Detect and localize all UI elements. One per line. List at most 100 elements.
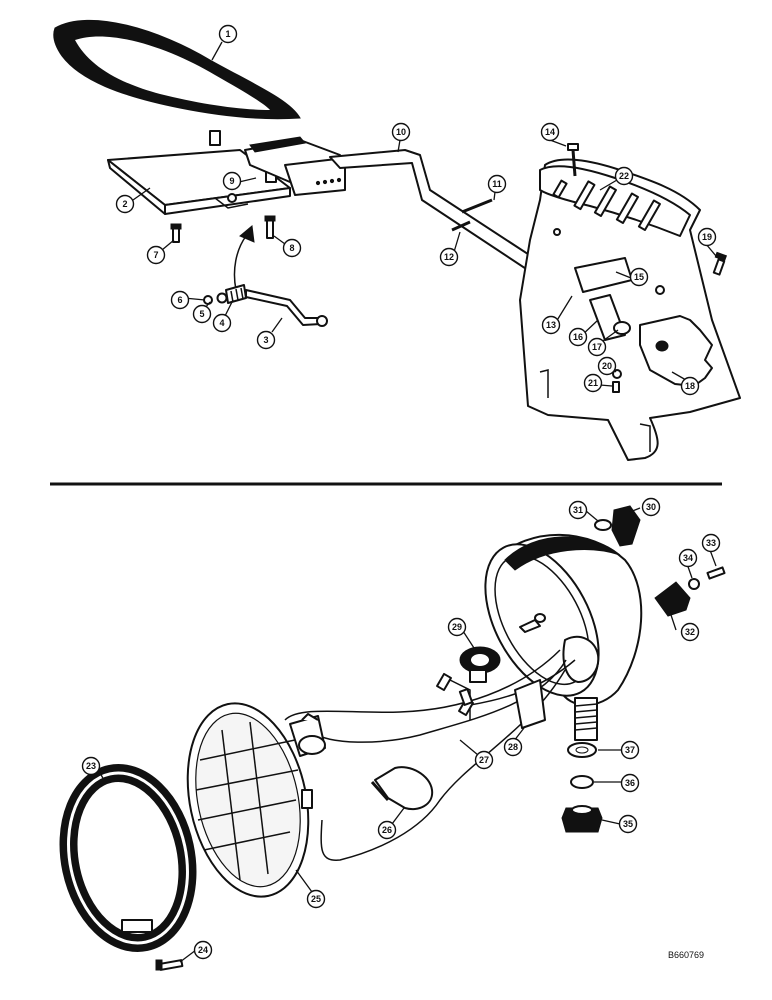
callout-1: 1 bbox=[218, 24, 238, 44]
callout-35: 35 bbox=[618, 814, 638, 834]
callout-37: 37 bbox=[620, 740, 640, 760]
svg-text:5: 5 bbox=[199, 309, 204, 319]
svg-text:11: 11 bbox=[492, 179, 502, 189]
callout-leaders bbox=[95, 41, 717, 963]
svg-text:21: 21 bbox=[588, 378, 598, 388]
lamp-lens bbox=[186, 702, 313, 898]
svg-text:14: 14 bbox=[545, 127, 555, 137]
callout-26: 26 bbox=[377, 820, 397, 840]
bolt-14 bbox=[567, 143, 579, 177]
switch-mount bbox=[654, 566, 726, 617]
svg-text:9: 9 bbox=[229, 176, 234, 186]
svg-text:26: 26 bbox=[382, 825, 392, 835]
callout-5: 5 bbox=[192, 304, 212, 324]
svg-text:18: 18 bbox=[685, 381, 695, 391]
callout-16: 16 bbox=[568, 327, 588, 347]
svg-text:10: 10 bbox=[396, 127, 406, 137]
callout-20: 20 bbox=[597, 356, 617, 376]
svg-text:7: 7 bbox=[153, 250, 158, 260]
support-pin bbox=[451, 198, 493, 232]
svg-text:16: 16 bbox=[573, 332, 583, 342]
lamp-housing bbox=[484, 533, 643, 706]
svg-text:17: 17 bbox=[592, 342, 602, 352]
callout-34: 34 bbox=[678, 548, 698, 568]
callout-2: 2 bbox=[115, 194, 135, 214]
svg-text:35: 35 bbox=[623, 819, 633, 829]
callout-13: 13 bbox=[541, 315, 561, 335]
callout-18: 18 bbox=[680, 376, 700, 396]
svg-text:32: 32 bbox=[685, 627, 695, 637]
svg-text:12: 12 bbox=[444, 252, 454, 262]
seat-pan bbox=[53, 19, 301, 120]
callout-11: 11 bbox=[487, 174, 507, 194]
lamp-socket bbox=[289, 713, 326, 757]
callout-33: 33 bbox=[701, 533, 721, 553]
drawing-code: B660769 bbox=[668, 950, 704, 960]
callout-17: 17 bbox=[587, 337, 607, 357]
callout-31: 31 bbox=[568, 500, 588, 520]
svg-text:15: 15 bbox=[634, 272, 644, 282]
callout-7: 7 bbox=[146, 245, 166, 265]
seat-bracket bbox=[244, 136, 346, 196]
svg-text:1: 1 bbox=[225, 29, 230, 39]
callout-28: 28 bbox=[503, 737, 523, 757]
svg-text:8: 8 bbox=[289, 243, 294, 253]
wire-harness bbox=[284, 649, 576, 861]
callout-30: 30 bbox=[641, 497, 661, 517]
svg-text:34: 34 bbox=[683, 553, 693, 563]
switch-29 bbox=[459, 646, 501, 683]
callout-29: 29 bbox=[447, 617, 467, 637]
svg-text:29: 29 bbox=[452, 622, 462, 632]
adjustment-arrow bbox=[233, 225, 255, 291]
callout-9: 9 bbox=[222, 171, 242, 191]
svg-text:13: 13 bbox=[546, 320, 556, 330]
lamp-rim bbox=[59, 764, 197, 952]
svg-text:31: 31 bbox=[573, 505, 583, 515]
callout-14: 14 bbox=[540, 122, 560, 142]
svg-text:3: 3 bbox=[263, 335, 268, 345]
svg-text:2: 2 bbox=[122, 199, 127, 209]
callout-8: 8 bbox=[282, 238, 302, 258]
svg-text:36: 36 bbox=[625, 778, 635, 788]
svg-text:19: 19 bbox=[702, 232, 712, 242]
seat-support-bracket bbox=[519, 158, 741, 461]
seat-mounting-plate bbox=[107, 130, 291, 215]
rim-screw bbox=[155, 959, 184, 971]
lamp-bulb bbox=[370, 766, 434, 810]
callout-23: 23 bbox=[81, 756, 101, 776]
callout-21: 21 bbox=[583, 373, 603, 393]
callout-6: 6 bbox=[170, 290, 190, 310]
mounting-hardware bbox=[561, 742, 603, 833]
svg-text:27: 27 bbox=[479, 755, 489, 765]
callout-3: 3 bbox=[256, 330, 276, 350]
svg-text:25: 25 bbox=[311, 894, 321, 904]
callout-15: 15 bbox=[629, 267, 649, 287]
switch-knob bbox=[594, 505, 641, 547]
svg-text:30: 30 bbox=[646, 502, 656, 512]
callout-32: 32 bbox=[680, 622, 700, 642]
svg-text:28: 28 bbox=[508, 742, 518, 752]
bolts-upper bbox=[170, 215, 276, 243]
latch-rod-assembly bbox=[203, 284, 328, 327]
mounting-stud bbox=[574, 697, 598, 741]
svg-text:37: 37 bbox=[625, 745, 635, 755]
callout-24: 24 bbox=[193, 940, 213, 960]
svg-text:33: 33 bbox=[706, 538, 716, 548]
svg-text:4: 4 bbox=[219, 318, 224, 328]
callout-4: 4 bbox=[212, 313, 232, 333]
svg-text:6: 6 bbox=[177, 295, 182, 305]
callout-12: 12 bbox=[439, 247, 459, 267]
callout-22: 22 bbox=[614, 166, 634, 186]
callout-25: 25 bbox=[306, 889, 326, 909]
small-bolt-19 bbox=[712, 251, 728, 276]
seat-latch bbox=[612, 315, 713, 393]
svg-text:24: 24 bbox=[198, 945, 208, 955]
callout-10: 10 bbox=[391, 122, 411, 142]
svg-text:22: 22 bbox=[619, 171, 629, 181]
callout-19: 19 bbox=[697, 227, 717, 247]
svg-text:23: 23 bbox=[86, 761, 96, 771]
callout-36: 36 bbox=[620, 773, 640, 793]
svg-text:20: 20 bbox=[602, 361, 612, 371]
callout-27: 27 bbox=[474, 750, 494, 770]
